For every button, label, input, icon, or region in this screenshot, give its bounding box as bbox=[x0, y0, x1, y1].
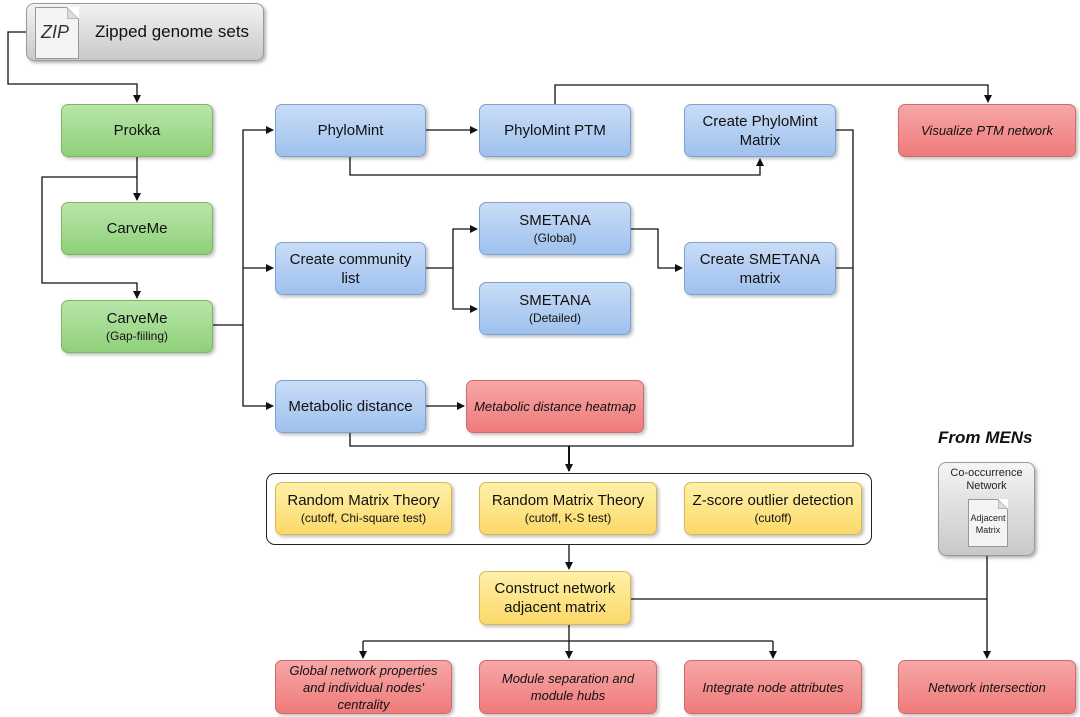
node-zscore-outlier: Z-score outlier detection (cutoff) bbox=[684, 482, 862, 535]
node-label: Create SMETANA bbox=[699, 250, 821, 268]
edge-loop-carveme-gap bbox=[41, 176, 141, 299]
node-label: CarveMe bbox=[106, 220, 168, 237]
edge-branch-phylomint bbox=[242, 126, 274, 325]
node-label-2: module hubs bbox=[530, 688, 606, 703]
matrix-label: Matrix bbox=[975, 525, 1001, 535]
edge-community-smetana-detailed bbox=[452, 268, 478, 313]
node-label-2: and individual nodes' bbox=[302, 679, 425, 695]
node-create-smetana-matrix: Create SMETANA matrix bbox=[684, 242, 836, 295]
network-label: Network bbox=[966, 480, 1007, 492]
node-label: Random Matrix Theory bbox=[287, 492, 440, 509]
zipped-genome-sets: ZIP Zipped genome sets bbox=[26, 3, 264, 61]
node-label: Visualize PTM network bbox=[921, 123, 1053, 138]
node-sublabel: (cutoff, K-S test) bbox=[524, 511, 612, 525]
node-label-2: list bbox=[341, 269, 360, 287]
node-label: SMETANA bbox=[519, 292, 591, 309]
node-label: SMETANA bbox=[519, 212, 591, 229]
zip-file-icon bbox=[35, 7, 79, 59]
node-sublabel: (Global) bbox=[533, 231, 577, 245]
node-create-phylomint-matrix: Create PhyloMint Matrix bbox=[684, 104, 836, 157]
node-create-community-list: Create community list bbox=[275, 242, 426, 295]
node-label: Z-score outlier detection bbox=[692, 492, 854, 509]
node-label: Global network properties bbox=[289, 662, 438, 678]
co-occurrence-label: Co-occurrence bbox=[950, 467, 1023, 479]
edge-metabolic-merge bbox=[349, 433, 569, 447]
node-label-2: matrix bbox=[739, 269, 781, 287]
edge-phylomint-merge bbox=[569, 129, 854, 447]
node-label: Network intersection bbox=[928, 679, 1046, 695]
adjacent-matrix-document-icon: Adjacent Matrix bbox=[968, 499, 1008, 547]
node-label: PhyloMint bbox=[317, 122, 384, 139]
edge-zip-prokka bbox=[7, 31, 141, 103]
edge-ptm-visualize bbox=[554, 84, 992, 104]
node-label: Random Matrix Theory bbox=[491, 492, 645, 509]
node-metabolic-distance: Metabolic distance bbox=[275, 380, 426, 433]
edge-phylomint-matrix bbox=[349, 157, 764, 176]
node-metabolic-distance-heatmap: Metabolic distance heatmap bbox=[466, 380, 644, 433]
node-label-3: centrality bbox=[337, 696, 390, 712]
node-rmt-ks: Random Matrix Theory (cutoff, K-S test) bbox=[479, 482, 657, 535]
node-smetana-global: SMETANA (Global) bbox=[479, 202, 631, 255]
node-label: Integrate node attributes bbox=[702, 679, 844, 695]
node-label: Module separation and bbox=[501, 671, 635, 686]
from-mens-title: From MENs bbox=[938, 428, 1033, 447]
node-sublabel: (cutoff, Chi-square test) bbox=[300, 511, 427, 525]
node-integrate-node-attributes: Integrate node attributes bbox=[684, 660, 862, 714]
node-construct-network-matrix: Construct network adjacent matrix bbox=[479, 571, 631, 625]
node-carveme-gap-filling: CarveMe (Gap-fiiling) bbox=[61, 300, 213, 353]
node-phylomint: PhyloMint bbox=[275, 104, 426, 157]
node-label-2: Matrix bbox=[739, 131, 781, 149]
node-label: Construct network bbox=[494, 580, 616, 597]
adjacent-label: Adjacent bbox=[970, 513, 1006, 523]
node-global-network-properties: Global network properties and individual… bbox=[275, 660, 452, 714]
node-label: Metabolic distance bbox=[288, 398, 413, 415]
node-module-separation: Module separation and module hubs bbox=[479, 660, 657, 714]
node-label: Create PhyloMint bbox=[702, 112, 818, 130]
node-sublabel: (cutoff) bbox=[754, 511, 792, 525]
node-carveme: CarveMe bbox=[61, 202, 213, 255]
node-phylomint-ptm: PhyloMint PTM bbox=[479, 104, 631, 157]
zip-title: Zipped genome sets bbox=[95, 22, 250, 41]
node-rmt-chi-square: Random Matrix Theory (cutoff, Chi-square… bbox=[275, 482, 452, 535]
node-label-2: adjacent matrix bbox=[504, 599, 606, 616]
node-network-intersection: Network intersection bbox=[898, 660, 1076, 714]
node-sublabel: (Gap-fiiling) bbox=[105, 329, 168, 343]
zip-label: ZIP bbox=[41, 22, 70, 42]
node-label: Prokka bbox=[113, 122, 161, 139]
node-smetana-detailed: SMETANA (Detailed) bbox=[479, 282, 631, 335]
edge-smetana-matrix bbox=[631, 228, 683, 272]
co-occurrence-network-box: Co-occurrence Network Adjacent Matrix bbox=[938, 462, 1035, 556]
node-label: PhyloMint PTM bbox=[504, 122, 606, 139]
node-prokka: Prokka bbox=[61, 104, 213, 157]
node-visualize-ptm-network: Visualize PTM network bbox=[898, 104, 1076, 157]
node-label: Create community bbox=[289, 250, 412, 268]
edge-branch-metabolic bbox=[242, 325, 274, 410]
node-sublabel: (Detailed) bbox=[528, 311, 582, 325]
node-label: CarveMe bbox=[106, 310, 168, 327]
edge-community-smetana bbox=[426, 225, 478, 269]
node-label: Metabolic distance heatmap bbox=[474, 399, 636, 414]
